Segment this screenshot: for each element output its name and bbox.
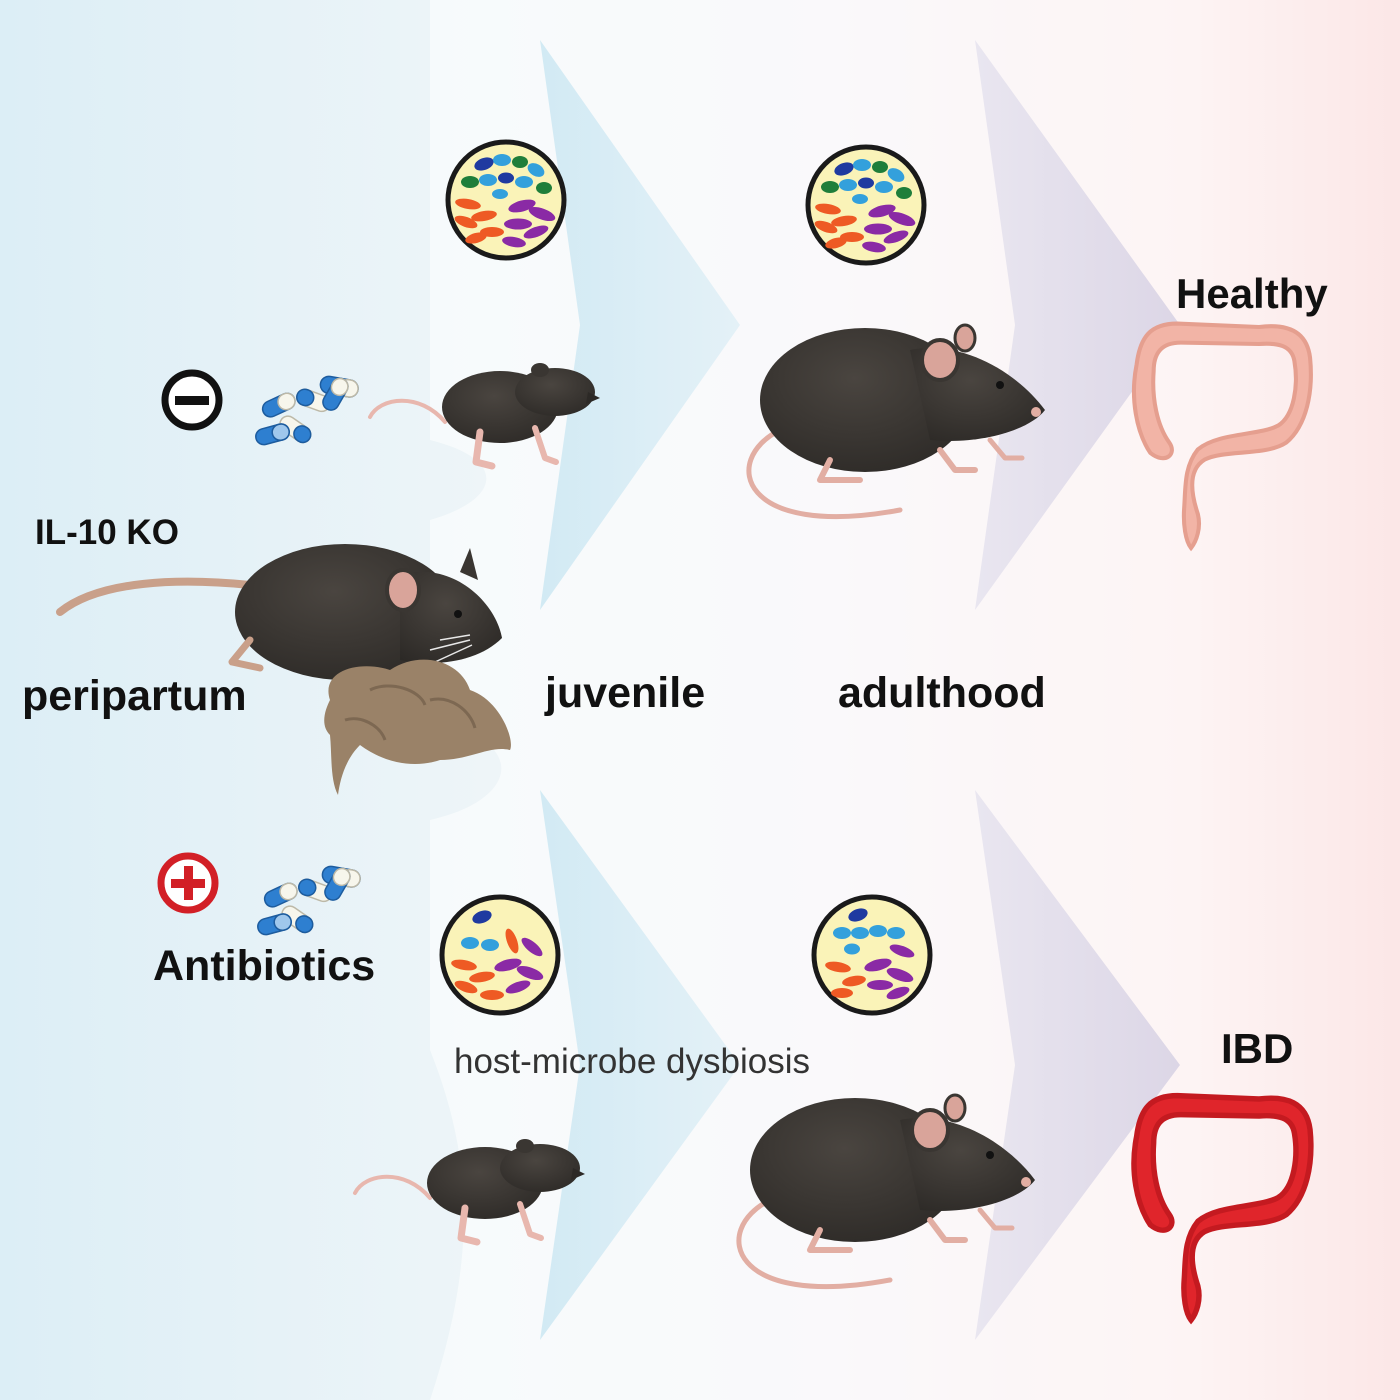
arrow-top-adult xyxy=(975,40,1180,610)
microbiota-circle-icon-adult-healthy xyxy=(808,147,924,263)
minus-circle-icon xyxy=(161,369,223,431)
pup-cluster xyxy=(324,659,511,795)
mouse-icon-mother xyxy=(56,544,502,680)
arrow-bottom-adult xyxy=(975,790,1180,1340)
label-healthy: Healthy xyxy=(1176,270,1328,317)
arrow-top-juvenile xyxy=(540,40,740,610)
label-il10-ko: IL-10 KO xyxy=(35,513,179,552)
microbiota-circle-icon-juvenile-antibiotic xyxy=(442,897,558,1013)
label-antibiotics: Antibiotics xyxy=(153,942,376,990)
plus-circle-icon xyxy=(157,852,219,914)
label-peripartum: peripartum xyxy=(22,672,247,720)
microbiota-circle-icon-juvenile-healthy xyxy=(448,142,564,258)
label-adulthood: adulthood xyxy=(838,669,1046,717)
label-juvenile: juvenile xyxy=(545,669,706,717)
label-host-microbe-dysbiosis: host-microbe dysbiosis xyxy=(454,1042,810,1081)
arrow-bottom-juvenile xyxy=(540,790,740,1340)
microbiota-circle-icon-adult-antibiotic xyxy=(814,897,930,1013)
label-ibd: IBD xyxy=(1221,1025,1294,1072)
